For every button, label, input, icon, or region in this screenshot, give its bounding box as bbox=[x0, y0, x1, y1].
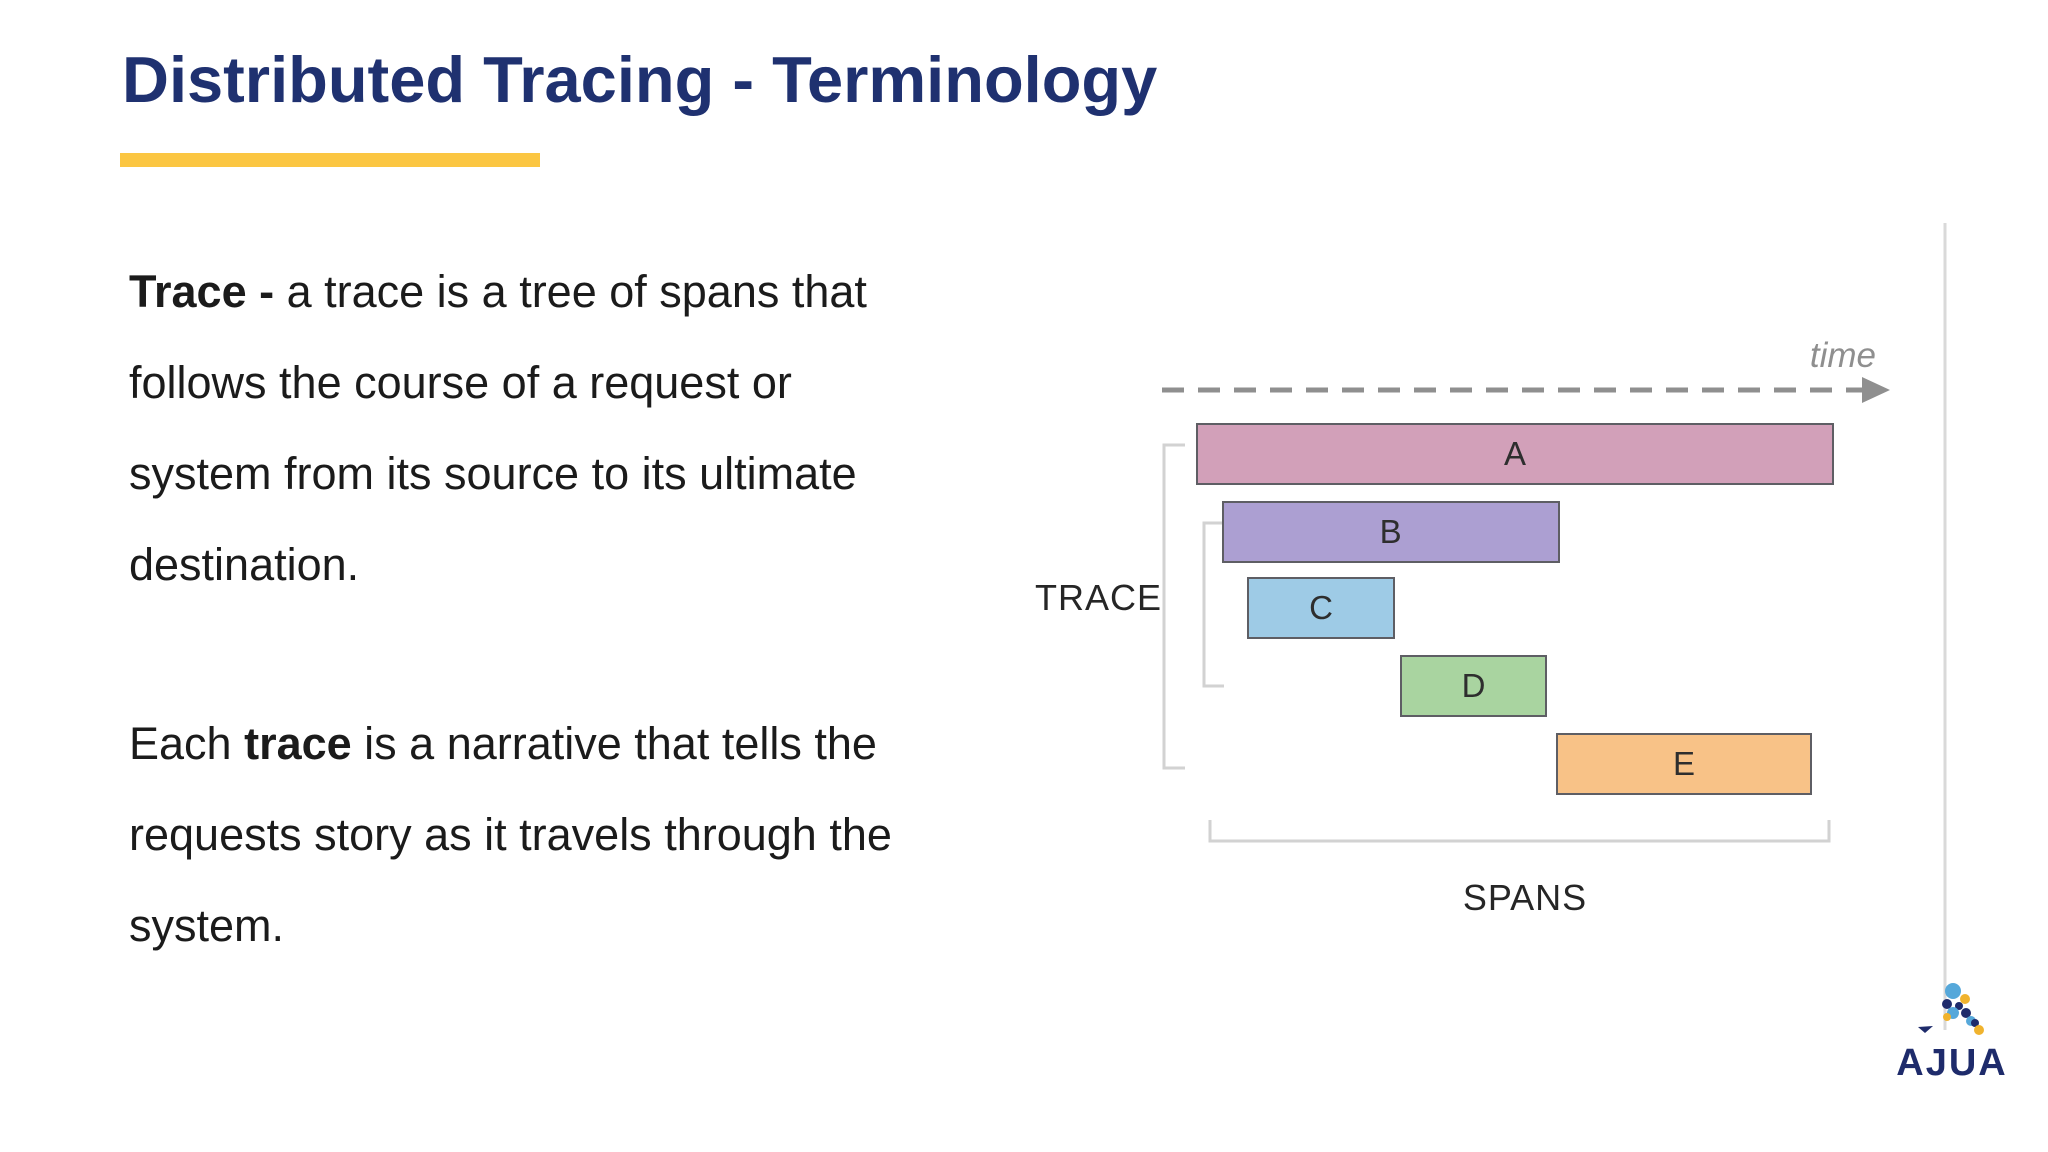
body-text-line: Trace - a trace is a tree of spans that bbox=[129, 266, 867, 317]
trace-narrative-paragraph: Each trace is a narrative that tells the… bbox=[129, 698, 1029, 971]
body-text-line: Each trace is a narrative that tells the bbox=[129, 718, 877, 769]
time-axis-arrowhead bbox=[1862, 377, 1890, 403]
spans-label: SPANS bbox=[1462, 877, 1588, 918]
span-bar-A: A bbox=[1196, 423, 1834, 485]
body-text-line: system from its source to its ultimate bbox=[129, 448, 857, 499]
trace-label: TRACE bbox=[1035, 577, 1163, 618]
ajua-logo-text: AJUA bbox=[1896, 1042, 2008, 1084]
span-bar-B: B bbox=[1221, 501, 1560, 563]
title-underline bbox=[120, 153, 540, 167]
time-axis-label: time bbox=[1809, 336, 1876, 375]
body-text-line: requests story as it travels through the bbox=[129, 809, 892, 860]
span-bar-D: D bbox=[1400, 655, 1547, 717]
slide-title: Distributed Tracing - Terminology bbox=[122, 43, 1158, 116]
body-text-line: system. bbox=[129, 900, 285, 951]
trace-bracket bbox=[1162, 443, 1185, 770]
body-text-line: follows the course of a request or bbox=[129, 357, 792, 408]
spans-bracket bbox=[1208, 820, 1831, 843]
span-bar-C: C bbox=[1247, 577, 1396, 639]
ajua-logo-dots-icon bbox=[1918, 983, 1984, 1035]
body-text-line: destination. bbox=[129, 539, 360, 590]
trace-definition-paragraph: Trace - a trace is a tree of spans that f… bbox=[129, 246, 1029, 610]
span-bar-E: E bbox=[1555, 733, 1813, 795]
